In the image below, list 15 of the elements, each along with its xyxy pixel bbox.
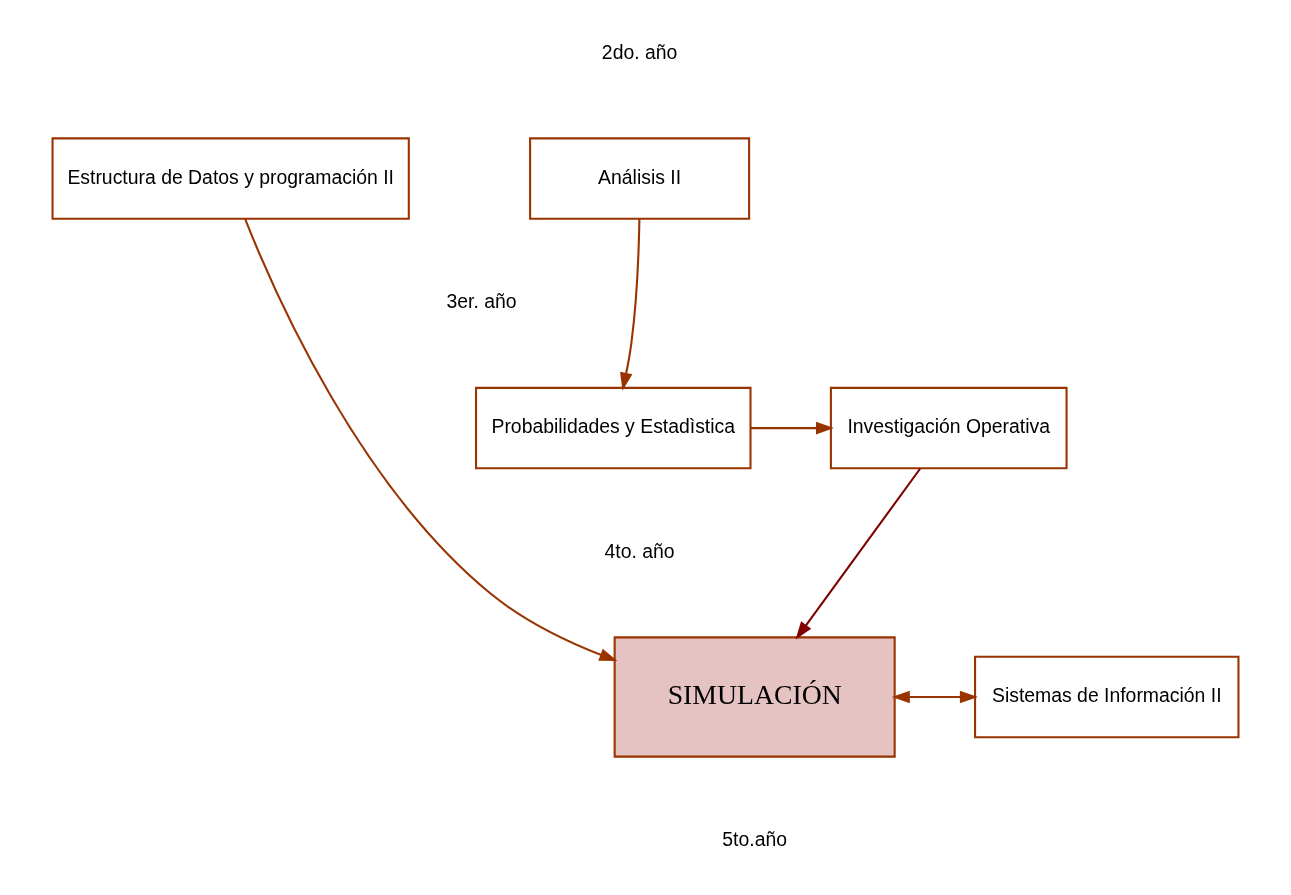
label: 4to. año (604, 539, 675, 562)
node-box: Probabilidades y Estadìstica (475, 386, 752, 470)
node-box: Análisis II (529, 137, 751, 220)
arrow (750, 421, 835, 435)
label: 2do. año (601, 40, 678, 63)
label: 5to.año (722, 828, 788, 851)
node-box: Investigación Operativa (829, 386, 1068, 470)
label: 3er. año (446, 290, 517, 313)
node-box: SIMULACIÓN (613, 636, 896, 758)
node-box: Estructura de Datos y programación II (51, 137, 410, 220)
arrow (795, 468, 921, 640)
arrow (244, 218, 618, 662)
arrow (891, 690, 978, 704)
node-box: Sistemas de Información II (974, 655, 1240, 739)
arrow (620, 219, 641, 391)
